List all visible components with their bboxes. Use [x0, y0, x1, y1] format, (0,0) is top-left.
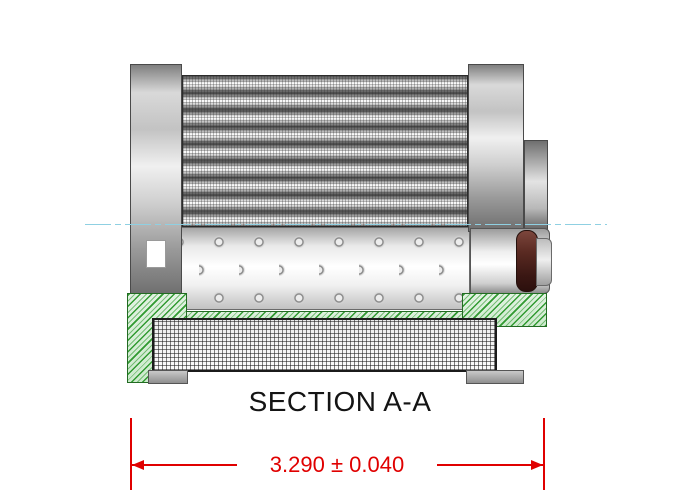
right-end-cap [468, 64, 524, 232]
perforated-core-tube [158, 227, 470, 310]
o-ring-seal [516, 230, 538, 292]
dimension-value: 3.290 ± 0.040 [237, 450, 437, 480]
adapter-end-face [536, 238, 552, 286]
dimension-extension-line-right [543, 418, 545, 490]
section-label: SECTION A-A [248, 386, 432, 417]
dimension-arrow-left-icon [132, 460, 144, 470]
outlet-boss [524, 140, 548, 232]
left-cap-groove [146, 240, 166, 268]
left-flange-foot [148, 370, 188, 384]
centerline [85, 224, 607, 225]
dimension-extension-line-left [130, 418, 132, 490]
outer-mesh-wrap [152, 318, 497, 372]
dimension-arrow-right-icon [531, 460, 543, 470]
right-flange-foot [466, 370, 524, 384]
pleated-filter-media [182, 75, 468, 227]
